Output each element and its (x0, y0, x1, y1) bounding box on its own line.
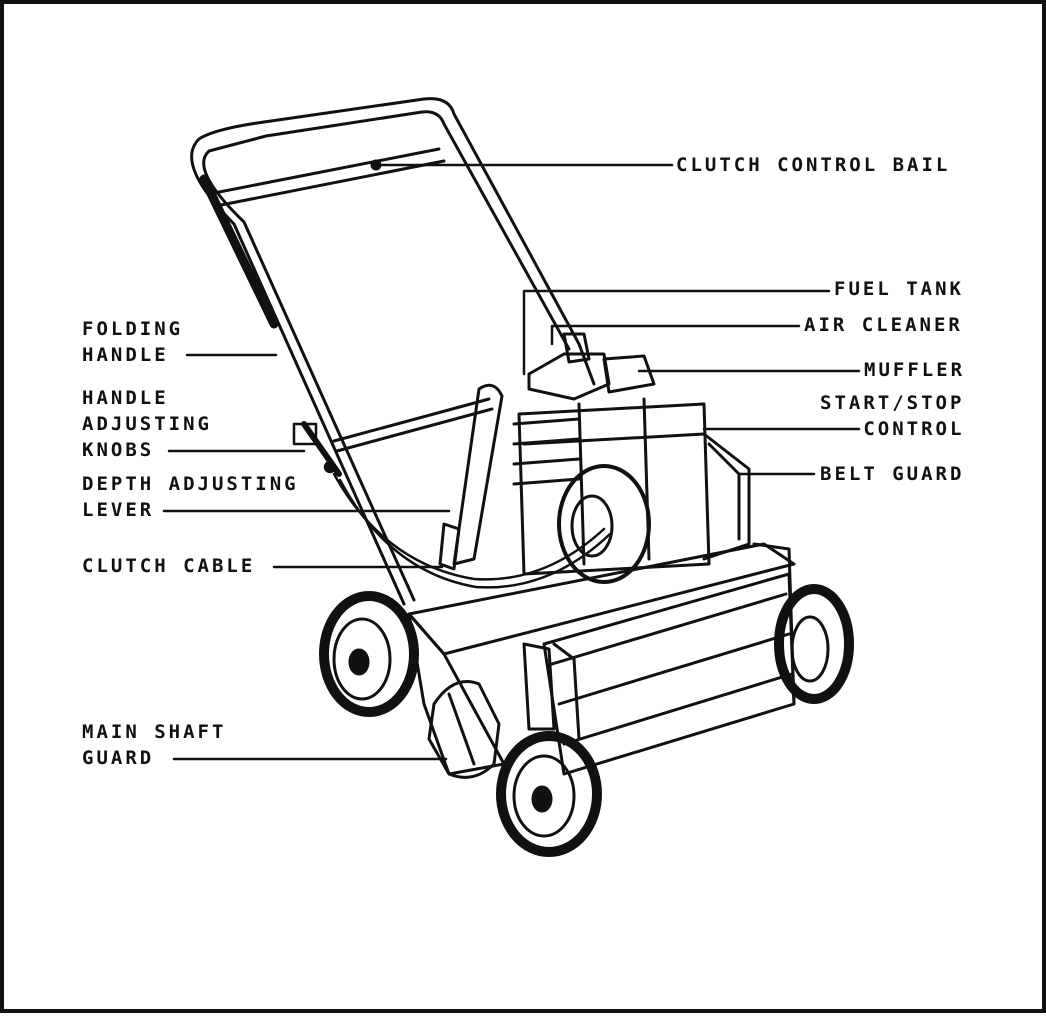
handle-crossbar-shape (332, 397, 494, 453)
label-depth-line-2: LEVER (82, 499, 155, 521)
label-start-stop-line-2: CONTROL (863, 418, 965, 440)
label-depth-line-1: DEPTH ADJUSTING (82, 473, 299, 495)
handle-knob-shapes (292, 422, 337, 474)
label-main-shaft-line-2: GUARD (82, 747, 155, 769)
label-main-shaft-line-1: MAIN SHAFT (82, 721, 227, 743)
label-knobs-line-1: HANDLE (82, 387, 169, 409)
label-air-cleaner: AIR CLEANER (804, 314, 963, 336)
engine-shape (512, 332, 751, 584)
depth-lever-shape (438, 383, 504, 571)
label-start-stop-line-1: START/STOP (820, 392, 965, 414)
front-left-wheel (496, 731, 602, 857)
folding-handle-shape (190, 97, 596, 606)
label-folding-handle: FOLDING HANDLE (82, 316, 183, 368)
leader-air-cleaner (550, 324, 801, 346)
label-folding-line-2: HANDLE (82, 344, 169, 366)
leader-lines (162, 163, 861, 761)
label-belt-guard: BELT GUARD (820, 463, 965, 485)
label-handle-adjusting-knobs: HANDLE ADJUSTING KNOBS (82, 385, 212, 463)
label-muffler: MUFFLER (864, 359, 966, 381)
label-knobs-line-2: ADJUSTING (82, 413, 212, 435)
label-folding-line-1: FOLDING (82, 318, 184, 340)
label-start-stop-control: START/STOP CONTROL (820, 390, 964, 442)
leader-fuel-tank (522, 289, 831, 376)
right-wheel (774, 584, 854, 704)
mower-illustration (162, 97, 861, 857)
rear-left-wheel (319, 591, 419, 717)
clutch-control-bail-shape (207, 147, 446, 208)
label-clutch-control-bail: CLUTCH CONTROL BAIL (676, 154, 951, 176)
main-shaft-guard-shape (427, 680, 501, 779)
label-depth-adjusting-lever: DEPTH ADJUSTING LEVER (82, 471, 299, 523)
deck-shape (407, 542, 796, 776)
label-main-shaft-guard: MAIN SHAFT GUARD (82, 719, 226, 771)
label-clutch-cable: CLUTCH CABLE (82, 555, 256, 577)
label-fuel-tank: FUEL TANK (834, 278, 964, 300)
label-knobs-line-3: KNOBS (82, 439, 155, 461)
